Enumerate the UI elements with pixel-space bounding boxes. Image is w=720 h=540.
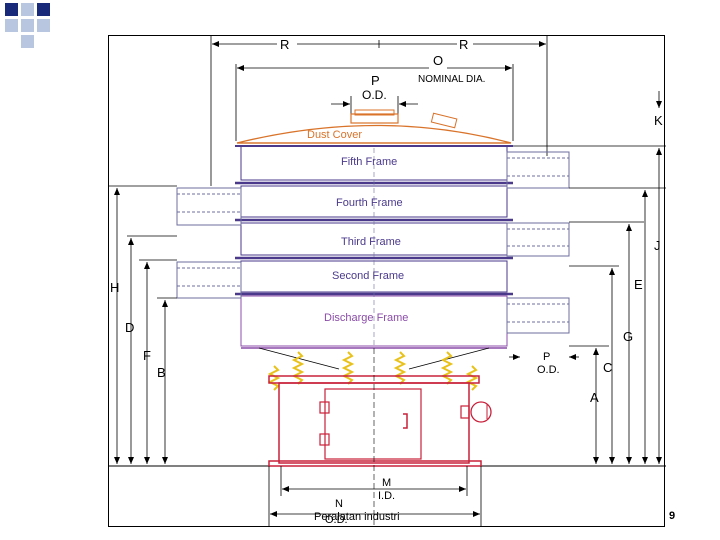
- decor-square: [37, 19, 50, 32]
- dim-H-label: H: [110, 280, 119, 295]
- dim-J-label: J: [654, 238, 661, 253]
- springs: [267, 351, 479, 391]
- right-dims: [509, 91, 666, 464]
- dim-K-label: K: [654, 113, 663, 128]
- second-frame-label: Second Frame: [332, 270, 404, 282]
- dim-O-label: O: [433, 53, 443, 68]
- spouts: [176, 151, 570, 334]
- separator-diagram: R R O P O.D. NOMINAL DIA. Dust Cover: [108, 35, 666, 527]
- dust-cover: Dust Cover: [236, 109, 512, 144]
- decor-square: [5, 3, 18, 16]
- dim-P-right-label: P: [543, 351, 550, 363]
- discharge-frame-label: Discharge Frame: [324, 312, 408, 324]
- dim-G-label: G: [623, 329, 633, 344]
- third-frame-label: Third Frame: [341, 236, 401, 248]
- fifth-frame-label: Fifth Frame: [341, 156, 397, 168]
- dim-OD-right-label: O.D.: [537, 364, 560, 376]
- dim-OD-top-label: O.D.: [362, 88, 387, 102]
- footer-text: Peralatan industri: [314, 511, 400, 523]
- dim-D-label: D: [125, 320, 134, 335]
- decor-square: [21, 35, 34, 48]
- bottom-dims: [268, 466, 482, 526]
- base: [268, 375, 492, 467]
- left-dims: [109, 185, 177, 464]
- dim-C-label: C: [603, 360, 612, 375]
- decor-square: [21, 3, 34, 16]
- dim-R-right-label: R: [459, 37, 468, 52]
- dim-N-label: N: [335, 498, 343, 510]
- dim-O: O: [235, 53, 514, 141]
- dim-ID-label: I.D.: [378, 490, 395, 502]
- fourth-frame-label: Fourth Frame: [336, 197, 403, 209]
- dim-OD-bottom-label: O.D.: [325, 514, 348, 526]
- dim-R: R R: [210, 36, 548, 186]
- dim-M-label: M: [382, 477, 391, 489]
- dim-B-label: B: [157, 365, 166, 380]
- page-number: 9: [669, 510, 676, 522]
- dim-E-label: E: [634, 277, 643, 292]
- decor-square: [37, 3, 50, 16]
- dust-cover-label: Dust Cover: [307, 129, 362, 141]
- decor-square: [21, 19, 34, 32]
- dim-A-label: A: [590, 390, 599, 405]
- dim-F-label: F: [143, 348, 151, 363]
- dim-R-left-label: R: [280, 37, 289, 52]
- nominal-dia-label: NOMINAL DIA.: [418, 74, 485, 85]
- dim-P-top-label: P: [371, 73, 380, 88]
- decor-square: [5, 19, 18, 32]
- dim-P-top: P O.D. NOMINAL DIA.: [331, 73, 485, 114]
